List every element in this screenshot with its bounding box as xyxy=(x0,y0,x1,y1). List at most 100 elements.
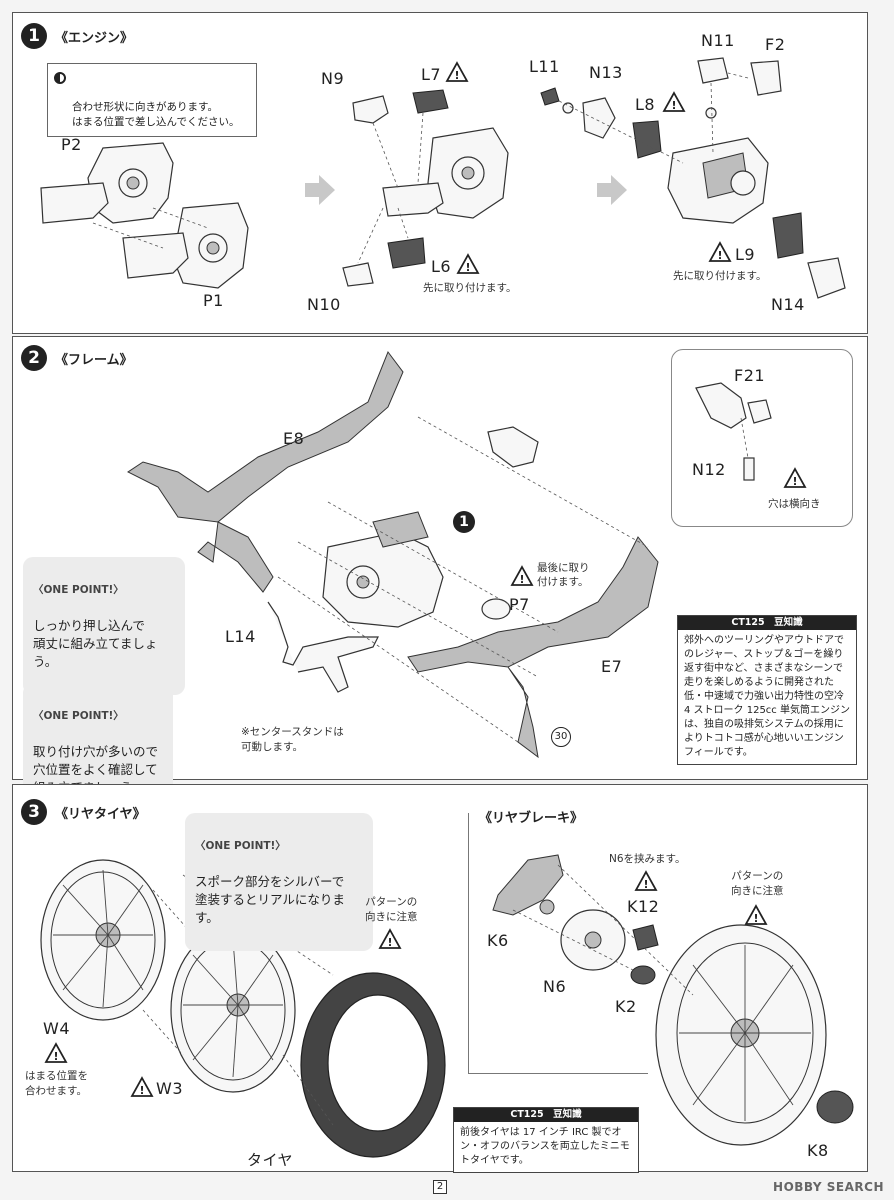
trivia-title: CT125 豆知識 xyxy=(454,1108,638,1122)
brake-title: 《リヤブレーキ》 xyxy=(479,811,584,826)
trivia-box: CT125 豆知識 前後タイヤは 17 インチ IRC 製でオン・オフのバランス… xyxy=(453,1107,639,1173)
label-l14: L14 xyxy=(225,627,256,646)
svg-text:!: ! xyxy=(53,1050,58,1063)
label-e7: E7 xyxy=(601,657,623,676)
next-arrow-icon xyxy=(305,175,335,205)
label-k2: K2 xyxy=(615,997,637,1016)
p7-note: 最後に取り 付けます。 xyxy=(537,562,590,588)
trivia-box: CT125 豆知識 郊外へのツーリングやアウトドアでのレジャー、ストップ＆ゴーを… xyxy=(677,615,857,765)
watermark: HOBBY SEARCH xyxy=(773,1180,884,1194)
engine-halves-diagram xyxy=(40,142,249,289)
label-k8: K8 xyxy=(807,1141,829,1160)
onepoint-text: スポーク部分をシルバーで 塗装するとリアルになります。 xyxy=(195,874,345,925)
step-number: 3 xyxy=(21,799,47,825)
onepoint-box-1: 〈ONE POINT!〉 しっかり押し込んで 頑丈に組み立てましょう。 xyxy=(23,557,185,695)
onepoint-box-3: 〈ONE POINT!〉 スポーク部分をシルバーで 塗装するとリアルになります。 xyxy=(185,813,373,951)
label-n13: N13 xyxy=(589,63,623,82)
l6-note: 先に取り付けます。 xyxy=(423,282,517,294)
ref-number-badge: 30 xyxy=(551,727,571,747)
label-n6: N6 xyxy=(543,977,567,996)
label-k6: K6 xyxy=(487,931,509,950)
frame-diagram xyxy=(127,350,659,759)
pattern-note: パターンの 向きに注意 xyxy=(731,870,784,897)
warning-icon: ! xyxy=(708,241,732,262)
trivia-text: 郊外へのツーリングやアウトドアでのレジャー、ストップ＆ゴーを繰り返す街中など、さ… xyxy=(684,635,850,758)
step-frame-section: 2 《フレーム》 E8 E7 xyxy=(12,336,868,821)
svg-text:!: ! xyxy=(387,936,392,949)
step-rear-tire-section: 3 《リヤタイヤ》 xyxy=(12,784,868,1173)
warning-icon: ! xyxy=(662,91,686,112)
label-l9: L9 xyxy=(735,245,756,264)
step-number: 1 xyxy=(21,23,47,49)
svg-text:!: ! xyxy=(519,573,524,586)
warning-icon: ! xyxy=(130,1076,154,1097)
svg-text:!: ! xyxy=(454,69,459,82)
label-tire: タイヤ xyxy=(247,1151,294,1169)
label-p1: P1 xyxy=(203,291,224,310)
warning-icon: ! xyxy=(634,870,658,891)
step-title: 《フレーム》 xyxy=(55,353,133,368)
pattern-note: パターンの 向きに注意 xyxy=(365,896,418,923)
next-arrow-icon xyxy=(597,175,627,205)
label-n14: N14 xyxy=(771,295,805,314)
rear-wheel-diagram xyxy=(40,859,446,1158)
trivia-text: 前後タイヤは 17 インチ IRC 製でオン・オフのバランスを両立したミニモトタ… xyxy=(460,1127,630,1166)
f21-n12-diagram xyxy=(695,382,772,481)
label-n9: N9 xyxy=(321,69,345,88)
divider xyxy=(468,1073,648,1074)
label-k12: K12 xyxy=(627,897,660,916)
label-n12: N12 xyxy=(692,460,726,479)
l9-note: 先に取り付けます。 xyxy=(673,270,767,282)
warning-icon: ! xyxy=(783,467,807,488)
fit-direction-note: 合わせ形状に向きがあります。 はまる位置で差し込んでください。 xyxy=(47,63,257,137)
engine-assembly-diagram xyxy=(342,89,509,287)
svg-text:!: ! xyxy=(753,912,758,925)
label-w4: W4 xyxy=(43,1019,70,1038)
half-circle-icon xyxy=(54,72,66,84)
step-title: 《リヤタイヤ》 xyxy=(55,807,146,822)
step-number: 2 xyxy=(21,345,47,371)
onepoint-title: 〈ONE POINT!〉 xyxy=(195,840,286,852)
label-l6: L6 xyxy=(431,257,452,276)
step-engine-section: 1 《エンジン》 合わせ形状に向きがあります。 はまる位置で差し込んでください。… xyxy=(12,12,868,334)
label-l11: L11 xyxy=(529,57,560,76)
onepoint-text: しっかり押し込んで 頑丈に組み立てましょう。 xyxy=(33,618,158,669)
label-p7: P7 xyxy=(509,595,530,614)
svg-text:!: ! xyxy=(792,475,797,488)
warning-icon: ! xyxy=(44,1042,68,1063)
svg-text:!: ! xyxy=(671,99,676,112)
trivia-title: CT125 豆知識 xyxy=(678,616,856,630)
n12-note: 穴は横向き xyxy=(768,498,821,510)
label-n10: N10 xyxy=(307,295,341,314)
divider xyxy=(468,813,469,1073)
label-f21: F21 xyxy=(734,366,766,385)
rear-brake-diagram xyxy=(492,854,854,1146)
svg-text:!: ! xyxy=(465,261,470,274)
step-ref-badge: 1 xyxy=(453,511,475,533)
step-title: 《エンジン》 xyxy=(55,31,134,46)
label-l7: L7 xyxy=(421,65,442,84)
f21-detail-inset: F21 N12 ! 穴は横向き xyxy=(671,349,853,527)
warning-icon: ! xyxy=(378,928,402,949)
label-e8: E8 xyxy=(283,429,305,448)
fit-direction-text: 合わせ形状に向きがあります。 はまる位置で差し込んでください。 xyxy=(72,101,240,128)
svg-text:!: ! xyxy=(643,878,648,891)
w4-note: はまる位置を 合わせます。 xyxy=(25,1070,88,1097)
warning-icon: ! xyxy=(456,253,480,274)
stand-note: ※センタースタンドは 可動します。 xyxy=(241,726,344,753)
label-l8: L8 xyxy=(635,95,656,114)
warning-icon: ! xyxy=(445,61,469,82)
label-n11: N11 xyxy=(701,31,735,50)
onepoint-title: 〈ONE POINT!〉 xyxy=(33,584,124,596)
k12-note: N6を挟みます。 xyxy=(609,853,686,865)
page-number: 2 xyxy=(433,1180,447,1194)
label-w3: W3 xyxy=(156,1079,183,1098)
warning-icon: ! xyxy=(744,904,768,925)
label-f2: F2 xyxy=(765,35,786,54)
label-p2: P2 xyxy=(61,135,82,154)
onepoint-title: 〈ONE POINT!〉 xyxy=(33,710,124,722)
svg-text:!: ! xyxy=(717,249,722,262)
warning-icon: ! xyxy=(510,565,534,586)
svg-text:!: ! xyxy=(139,1084,144,1097)
